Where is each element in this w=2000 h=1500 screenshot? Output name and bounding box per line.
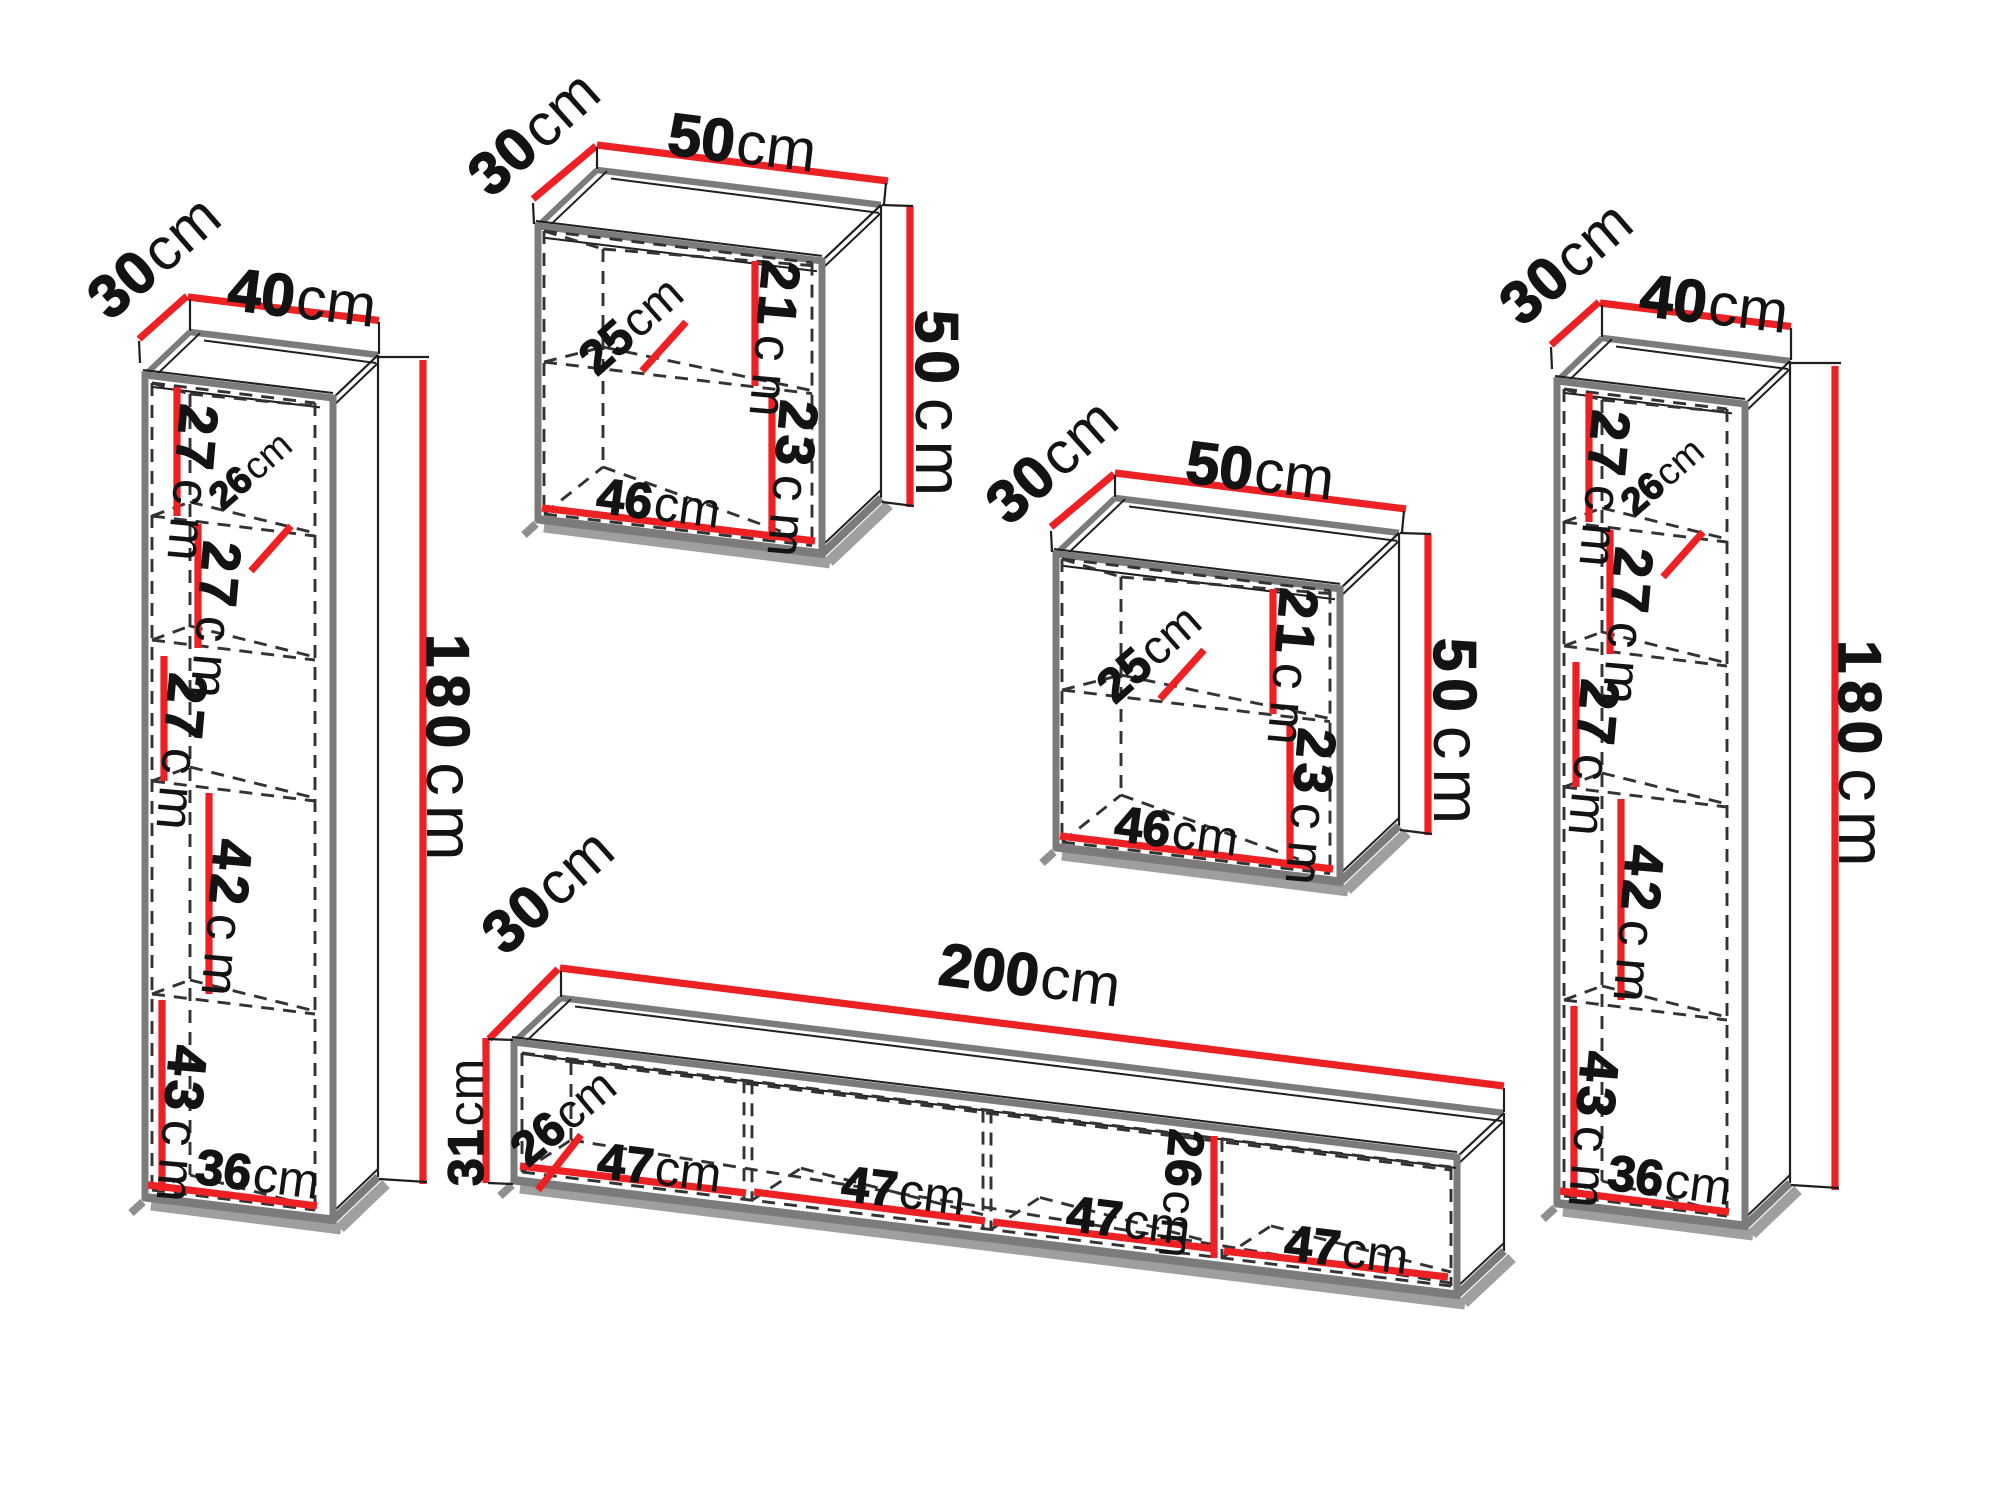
svg-text:21cm: 21cm [1254, 586, 1328, 760]
svg-text:27cm: 27cm [143, 671, 217, 845]
svg-text:47cm: 47cm [839, 1155, 969, 1226]
svg-text:180cm: 180cm [1824, 640, 1899, 876]
svg-text:36cm: 36cm [193, 1138, 324, 1210]
svg-text:27cm: 27cm [1589, 545, 1663, 719]
svg-text:40cm: 40cm [1636, 261, 1792, 346]
svg-text:46cm: 46cm [1112, 795, 1243, 867]
svg-text:31cm: 31cm [438, 1058, 494, 1186]
svg-text:27cm: 27cm [1555, 677, 1629, 851]
svg-text:47cm: 47cm [595, 1132, 725, 1203]
svg-text:47cm: 47cm [1282, 1214, 1412, 1285]
svg-text:43cm: 43cm [1555, 1049, 1629, 1223]
svg-text:42cm: 42cm [1600, 843, 1674, 1017]
svg-text:200cm: 200cm [935, 930, 1124, 1019]
svg-text:50cm: 50cm [664, 100, 820, 185]
svg-text:40cm: 40cm [224, 255, 380, 340]
svg-text:36cm: 36cm [1605, 1144, 1736, 1216]
svg-text:47cm: 47cm [1064, 1185, 1194, 1256]
svg-text:50cm: 50cm [1182, 428, 1338, 513]
svg-text:23cm: 23cm [1272, 726, 1346, 900]
svg-text:21cm: 21cm [736, 258, 810, 432]
svg-text:27cm: 27cm [177, 539, 251, 713]
svg-text:23cm: 23cm [754, 398, 828, 572]
svg-text:27cm: 27cm [1566, 408, 1640, 582]
svg-text:26cm: 26cm [1147, 1127, 1214, 1264]
svg-text:42cm: 42cm [188, 837, 262, 1011]
svg-text:27cm: 27cm [154, 402, 228, 576]
svg-text:46cm: 46cm [594, 467, 725, 539]
svg-text:50cm: 50cm [1419, 638, 1494, 833]
svg-text:50cm: 50cm [901, 310, 976, 505]
svg-text:180cm: 180cm [412, 634, 487, 870]
svg-text:43cm: 43cm [143, 1043, 217, 1217]
